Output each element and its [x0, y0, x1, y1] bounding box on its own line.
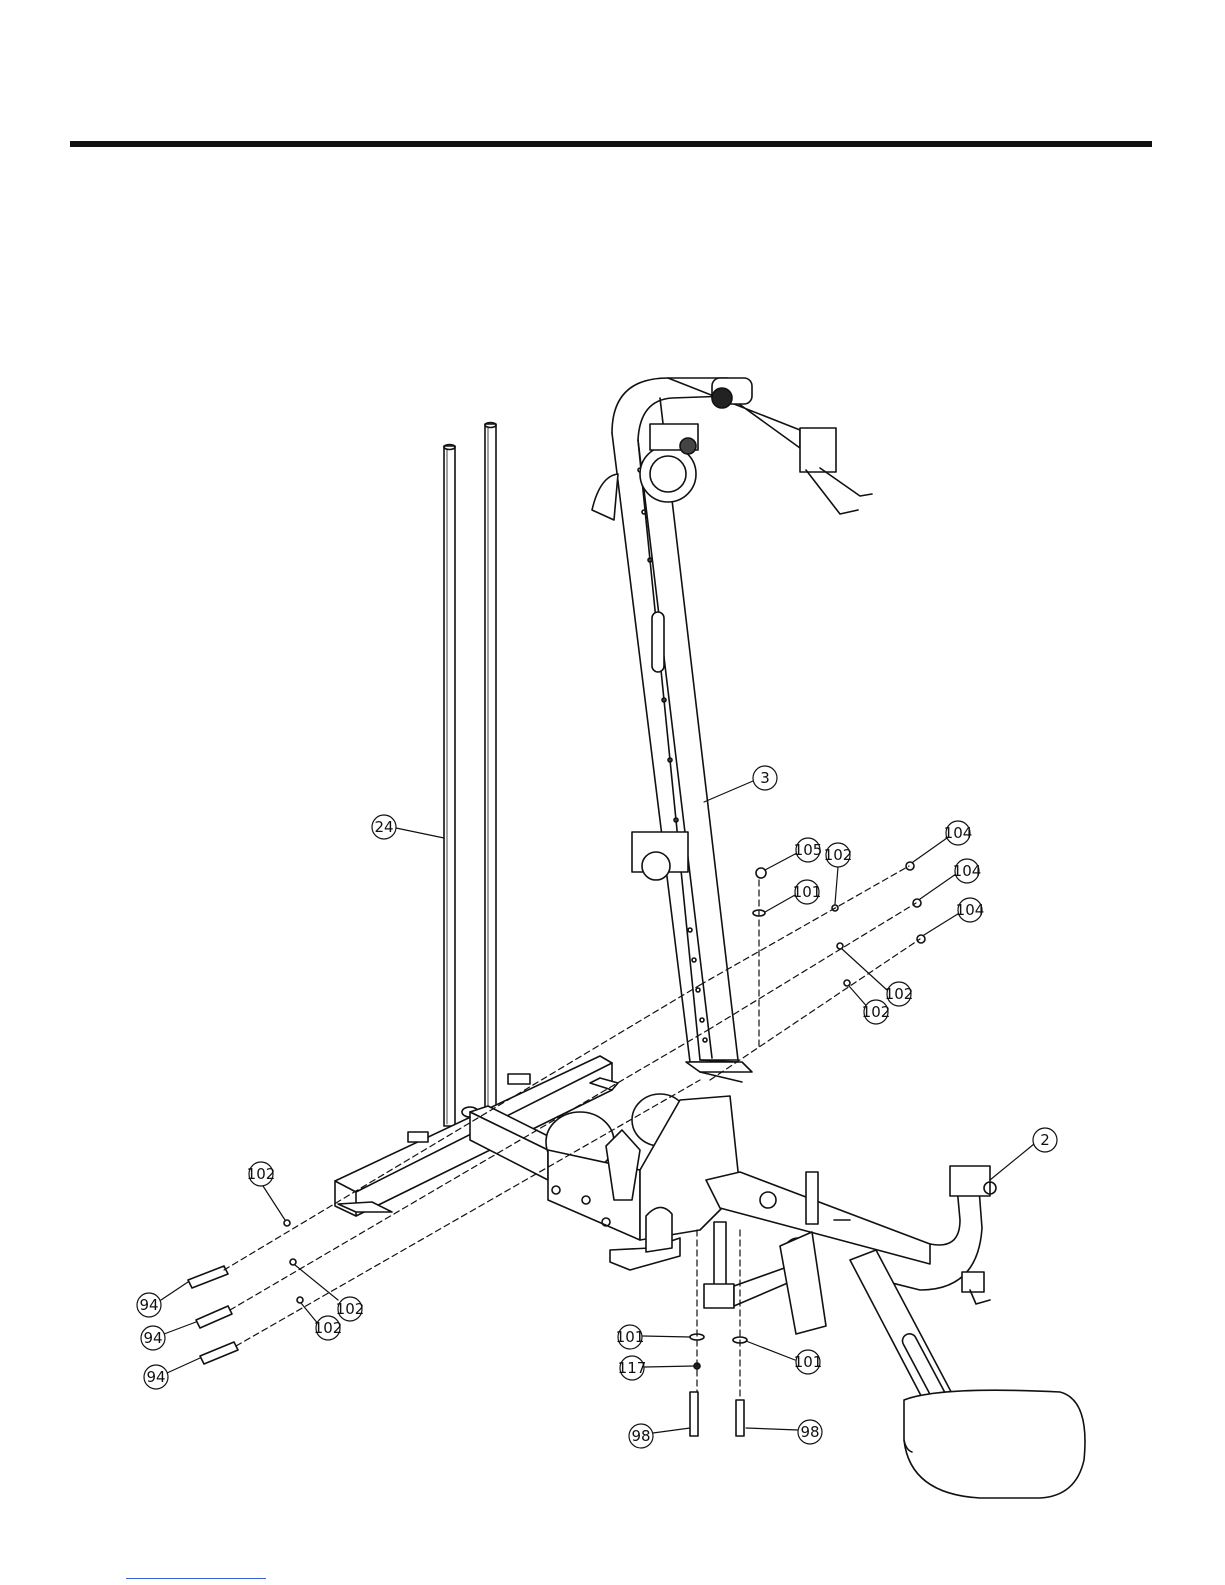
callout-label-2: 2	[1040, 1131, 1050, 1149]
guide-rods	[444, 423, 496, 1127]
callout-label-101: 101	[793, 883, 822, 901]
callout-label-105: 105	[794, 841, 823, 859]
front-arm	[704, 1166, 996, 1334]
callout-label-94: 94	[146, 1368, 165, 1386]
callout-label-3: 3	[760, 769, 770, 787]
footer-link-underline	[126, 1578, 266, 1579]
callout-label-117: 117	[618, 1359, 647, 1377]
callout-label-102: 102	[336, 1300, 365, 1318]
callout-label-24: 24	[374, 818, 393, 836]
callout-label-101: 101	[794, 1353, 823, 1371]
callout-label-94: 94	[139, 1296, 158, 1314]
callout-label-102: 102	[862, 1003, 891, 1021]
callout-label-102: 102	[247, 1165, 276, 1183]
callout-label-102: 102	[314, 1319, 343, 1337]
callout-label-104: 104	[956, 901, 985, 919]
callout-label-98: 98	[800, 1423, 819, 1441]
callout-label-104: 104	[953, 862, 982, 880]
callout-label-94: 94	[143, 1329, 162, 1347]
callout-label-102: 102	[824, 846, 853, 864]
main-upright	[592, 378, 872, 1082]
callout-label-101: 101	[616, 1328, 645, 1346]
callout-label-102: 102	[885, 985, 914, 1003]
callout-label-104: 104	[944, 824, 973, 842]
callout-label-98: 98	[631, 1427, 650, 1445]
